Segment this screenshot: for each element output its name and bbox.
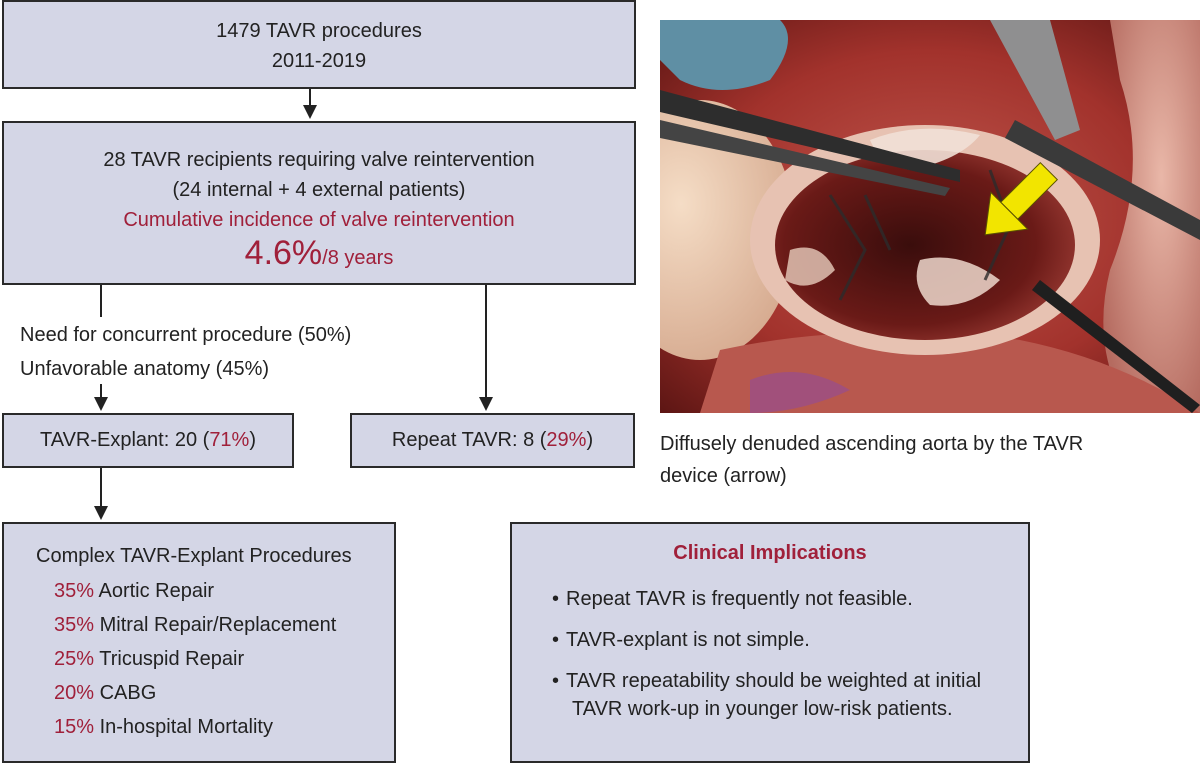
complex-item-pct: 35% bbox=[54, 614, 95, 636]
implication-bullet: • Repeat TAVR is frequently not feasible. bbox=[552, 585, 1028, 613]
explant-reasons: Need for concurrent procedure (50%) Unfa… bbox=[20, 318, 351, 386]
reason-concurrent: Need for concurrent procedure (50%) bbox=[20, 324, 352, 346]
flow-line-left-lower bbox=[100, 384, 102, 400]
repeat-pct: 29% bbox=[546, 429, 587, 451]
implication-text-cont: TAVR work-up in younger low-risk patient… bbox=[572, 698, 953, 720]
repeat-tavr-box: Repeat TAVR: 8 (29%) bbox=[350, 413, 635, 468]
bullet-dot: • bbox=[552, 629, 560, 651]
complex-item-label: Aortic Repair bbox=[98, 580, 215, 602]
complex-item-label: In-hospital Mortality bbox=[99, 716, 273, 738]
years-text: 2011-2019 bbox=[271, 50, 367, 72]
complex-item-pct: 35% bbox=[54, 580, 95, 602]
explant-text: TAVR-Explant: 20 (71%) bbox=[4, 415, 292, 466]
recipients-text: 28 TAVR recipients requiring valve reint… bbox=[103, 149, 535, 171]
incidence-figure: 4.6%/8 years bbox=[4, 235, 634, 276]
repeat-text: Repeat TAVR: 8 (29%) bbox=[352, 415, 633, 466]
bullet-dot: • bbox=[552, 588, 560, 610]
total-procedures-text: 1479 TAVR procedures bbox=[216, 20, 422, 42]
complex-item-label: CABG bbox=[99, 682, 157, 704]
complex-procedures-box: Complex TAVR-Explant Procedures 35% Aort… bbox=[2, 522, 396, 763]
implication-bullet: • TAVR repeatability should be weighted a… bbox=[552, 667, 1028, 723]
complex-item: 25% Tricuspid Repair bbox=[36, 642, 394, 676]
complex-item-label: Mitral Repair/Replacement bbox=[99, 614, 337, 636]
flow-arrow-complex bbox=[94, 506, 108, 520]
flow-arrow-top bbox=[303, 105, 317, 119]
complex-item-label: Tricuspid Repair bbox=[99, 648, 245, 670]
photo-caption: Diffusely denuded ascending aorta by the… bbox=[660, 433, 1084, 487]
complex-item-pct: 15% bbox=[54, 716, 95, 738]
explant-pct: 71% bbox=[209, 429, 250, 451]
total-procedures-box: 1479 TAVR procedures 2011-2019 bbox=[2, 0, 636, 89]
flow-line-complex bbox=[100, 468, 102, 508]
flow-line-left-upper bbox=[100, 285, 102, 317]
implication-bullet: • TAVR-explant is not simple. bbox=[552, 626, 1028, 654]
incidence-unit: /8 years bbox=[322, 247, 394, 269]
implication-text: TAVR repeatability should be weighted at… bbox=[566, 670, 982, 692]
incidence-label: Cumulative incidence of valve reinterven… bbox=[123, 209, 515, 231]
flow-arrow-repeat bbox=[479, 397, 493, 411]
flow-arrow-explant bbox=[94, 397, 108, 411]
repeat-label: Repeat TAVR: 8 ( bbox=[391, 429, 547, 451]
reason-anatomy: Unfavorable anatomy (45%) bbox=[20, 358, 270, 380]
flow-line-right bbox=[485, 285, 487, 400]
incidence-value: 4.6% bbox=[244, 234, 323, 272]
complex-item: 20% CABG bbox=[36, 676, 394, 710]
complex-title: Complex TAVR-Explant Procedures bbox=[36, 545, 352, 567]
patients-text: (24 internal + 4 external patients) bbox=[172, 179, 466, 201]
bullet-dot: • bbox=[552, 670, 560, 692]
explant-close: ) bbox=[249, 429, 257, 451]
complex-item: 35% Mitral Repair/Replacement bbox=[36, 608, 394, 642]
reintervention-box: 28 TAVR recipients requiring valve reint… bbox=[2, 121, 636, 285]
repeat-close: ) bbox=[586, 429, 594, 451]
implication-text: TAVR-explant is not simple. bbox=[566, 629, 810, 651]
surgical-photo bbox=[660, 20, 1200, 413]
explant-label: TAVR-Explant: 20 ( bbox=[39, 429, 210, 451]
clinical-implications-title: Clinical Implications bbox=[673, 542, 867, 564]
clinical-implications-box: Clinical Implications • Repeat TAVR is fr… bbox=[510, 522, 1030, 763]
complex-item: 35% Aortic Repair bbox=[36, 574, 394, 608]
implication-text: Repeat TAVR is frequently not feasible. bbox=[566, 588, 913, 610]
flow-line-top bbox=[309, 89, 311, 109]
complex-item: 15% In-hospital Mortality bbox=[36, 710, 394, 744]
complex-item-pct: 25% bbox=[54, 648, 95, 670]
explant-box: TAVR-Explant: 20 (71%) bbox=[2, 413, 294, 468]
complex-item-pct: 20% bbox=[54, 682, 95, 704]
yellow-arrow-icon bbox=[984, 161, 1059, 236]
